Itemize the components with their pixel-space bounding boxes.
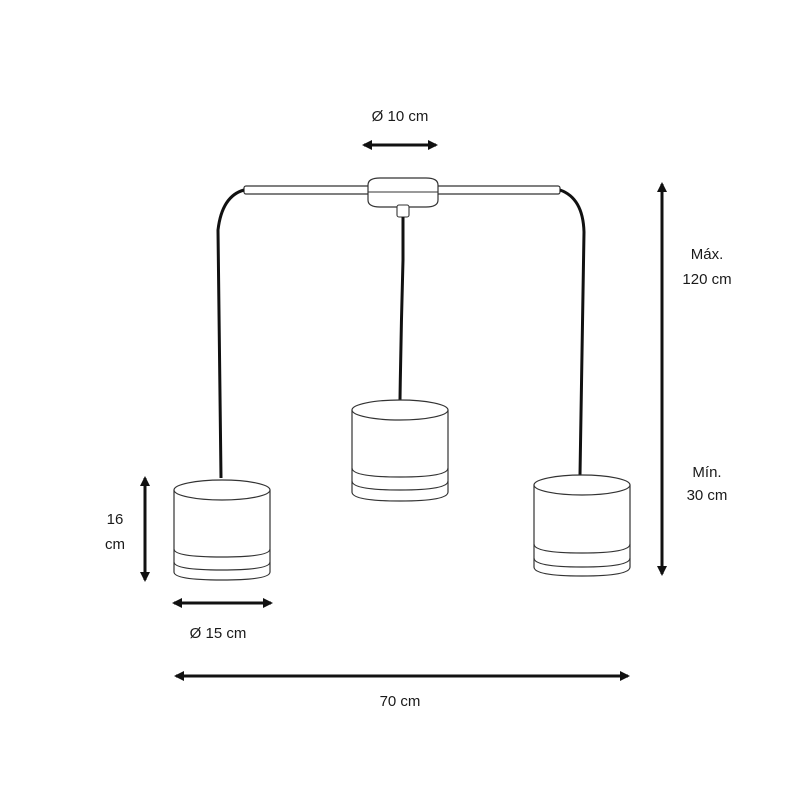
- shade-height-value: 16: [107, 511, 124, 528]
- total-width-label: 70 cm: [380, 693, 421, 710]
- right-cable: [559, 188, 586, 476]
- canopy: [367, 177, 439, 218]
- center-cable: [398, 217, 405, 401]
- cable-min-value: 30 cm: [687, 487, 728, 504]
- left-lamp-shade: [173, 479, 271, 581]
- cable-max-label: Máx.: [691, 246, 724, 263]
- cable-min-label: Mín.: [692, 464, 721, 481]
- right-lamp-shade: [533, 474, 631, 577]
- shade-diameter-label: Ø 15 cm: [190, 625, 247, 642]
- shade-height-unit: cm: [105, 536, 125, 553]
- cable-max-value: 120 cm: [682, 271, 731, 288]
- left-cable: [216, 188, 245, 479]
- center-lamp-shade: [351, 399, 449, 502]
- canopy-diameter-label: Ø 10 cm: [372, 108, 429, 125]
